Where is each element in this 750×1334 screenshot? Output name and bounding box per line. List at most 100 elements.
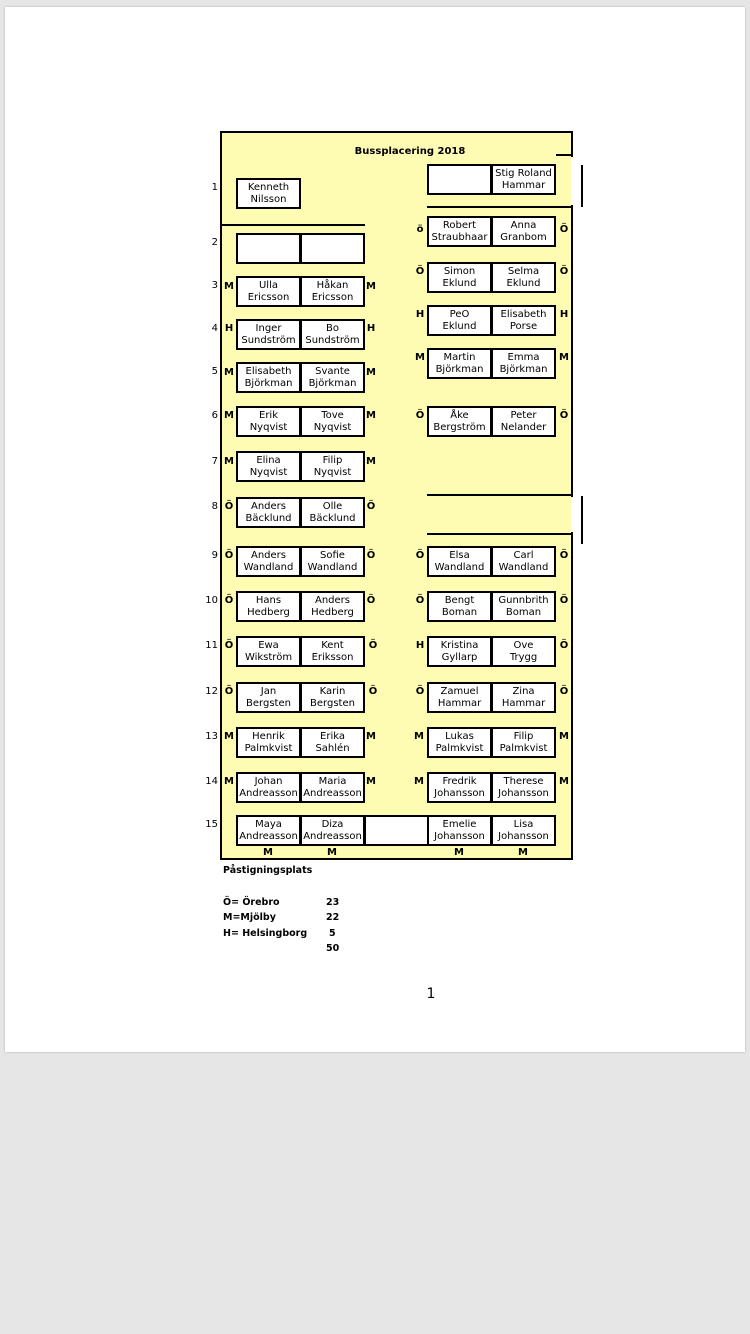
row-number: 14 xyxy=(205,776,218,787)
seat-name: Peter xyxy=(510,409,537,421)
seat-name: Eklund xyxy=(442,320,477,332)
seat-r15-3[interactable] xyxy=(364,815,429,846)
row-number: 8 xyxy=(211,501,218,512)
seat-name: Elsa xyxy=(449,549,470,561)
boarding-code: Ö xyxy=(368,686,378,697)
seat-name: Åke xyxy=(450,409,469,421)
seat-name: Hedberg xyxy=(311,606,354,618)
boarding-code: Ö xyxy=(415,266,425,277)
seat-r2-left-2[interactable] xyxy=(300,233,365,264)
seat-name: Nilsson xyxy=(250,193,287,205)
seat-name: Ericsson xyxy=(247,291,290,303)
seat-name: Hedberg xyxy=(247,606,290,618)
seat-name: Trygg xyxy=(509,651,538,663)
page-number: 1 xyxy=(426,986,436,1002)
door-1-top xyxy=(427,206,573,208)
seat-name: PeO xyxy=(449,308,470,320)
boarding-code: Ö xyxy=(415,595,425,606)
seat-name: Bäcklund xyxy=(245,512,292,524)
boarding-code: Ö xyxy=(224,595,234,606)
boarding-code: Ö xyxy=(415,410,425,421)
seat-name: Hammar xyxy=(501,179,546,191)
seat-name: Wandland xyxy=(434,561,485,573)
seat-name: Wandland xyxy=(498,561,549,573)
seat-name: Björkman xyxy=(499,363,548,375)
boarding-code: M xyxy=(366,731,376,742)
front-right-notch xyxy=(556,154,573,156)
seat-name: Karin xyxy=(319,685,346,697)
seat-name: Martin xyxy=(443,351,476,363)
seat-r2-left-1[interactable] xyxy=(236,233,301,264)
seat-r1-right-1[interactable] xyxy=(427,164,492,195)
boarding-code: M xyxy=(224,456,234,467)
boarding-code: M xyxy=(559,731,569,742)
seat-name: Nyqvist xyxy=(313,421,352,433)
row-number: 13 xyxy=(205,731,218,742)
seat-name: Eklund xyxy=(442,277,477,289)
seat-name: Björkman xyxy=(308,377,357,389)
seat-name: Bengt xyxy=(444,594,475,606)
seat-name: Ewa xyxy=(258,639,279,651)
seat-name: Lukas xyxy=(445,730,474,742)
boarding-code: H xyxy=(415,309,425,320)
boarding-code: M xyxy=(559,352,569,363)
row-number: 6 xyxy=(211,410,218,421)
seat-name: Diza xyxy=(321,818,344,830)
seat-name: Sundström xyxy=(241,334,296,346)
boarding-code: Ö xyxy=(559,266,569,277)
boarding-code: Ö xyxy=(366,501,376,512)
